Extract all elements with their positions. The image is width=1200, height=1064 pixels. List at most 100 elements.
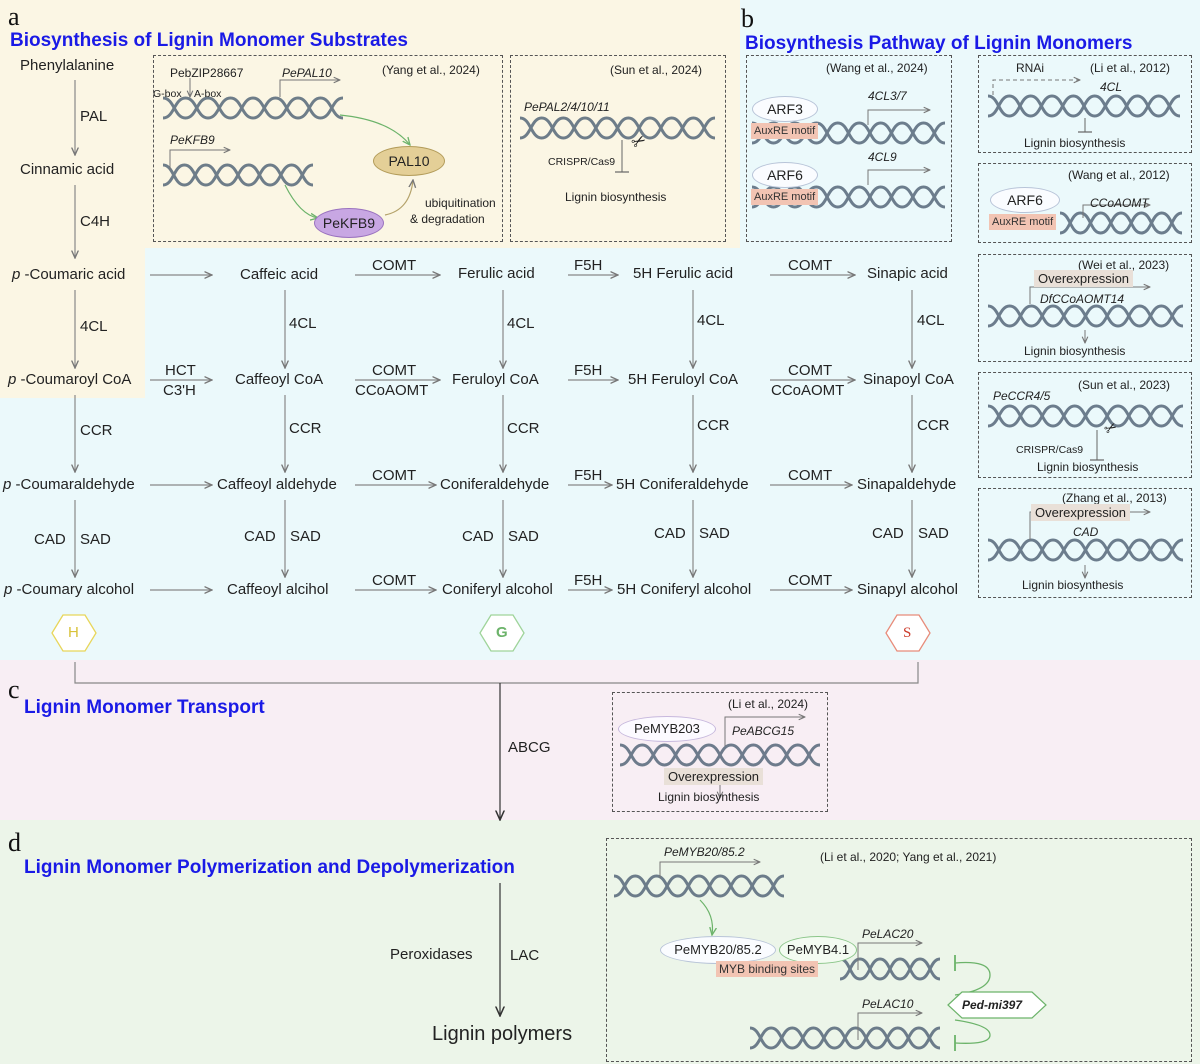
node-5h-coniferaldehyde: 5H Coniferaldehyde — [616, 476, 749, 493]
mirna-ped-mi397: Ped-mi397 — [962, 998, 1023, 1012]
gene-cad: CAD — [1073, 525, 1099, 539]
citation: (Wei et al., 2023) — [1078, 258, 1170, 272]
node-sinapaldehyde: Sinapaldehyde — [857, 476, 957, 493]
protein-arf6: ARF6 — [990, 187, 1060, 213]
unit-h-label: H — [68, 624, 79, 641]
node-5h-coniferyl-alcohol: 5H Coniferyl alcohol — [617, 581, 752, 598]
panel-a-title: Biosynthesis of Lignin Monomer Substrate… — [10, 30, 408, 51]
label-ubiquitination: ubiquitination — [425, 196, 496, 210]
enzyme-comt: COMT — [372, 257, 417, 274]
unit-s-label: S — [903, 625, 912, 641]
node-p-coumaroyl-coa: p -Coumaroyl CoA — [8, 371, 132, 388]
enzyme-cad: CAD — [462, 528, 494, 545]
label-lignin-biosynthesis: Lignin biosynthesis — [565, 190, 667, 204]
label-rnai: RNAi — [1016, 61, 1045, 75]
label-lignin-biosynthesis: Lignin biosynthesis — [1024, 344, 1126, 358]
node-sinapyl-alcohol: Sinapyl alcohol — [857, 581, 958, 598]
citation: (Li et al., 2020; Yang et al., 2021) — [820, 850, 997, 864]
dna-strand — [162, 96, 344, 120]
enzyme-sad: SAD — [699, 525, 730, 542]
gene-4cl3-7: 4CL3/7 — [868, 89, 907, 103]
citation: (Li et al., 2012) — [1090, 61, 1171, 75]
enzyme-lac: LAC — [510, 947, 540, 964]
citation: (Zhang et al., 2013) — [1062, 491, 1167, 505]
gene-4cl9: 4CL9 — [868, 150, 897, 164]
enzyme-c4h: C4H — [80, 213, 111, 230]
enzyme-4cl: 4CL — [697, 312, 725, 329]
enzyme-cad: CAD — [654, 525, 686, 542]
dna-strand — [162, 163, 314, 187]
enzyme-ccr: CCR — [289, 420, 322, 437]
dna-strand — [619, 743, 821, 767]
node-5h-ferulic-acid: 5H Ferulic acid — [633, 265, 734, 282]
enzyme-comt: COMT — [372, 467, 417, 484]
label-overexpression: Overexpression — [1031, 504, 1131, 521]
gene-peabcg15: PeABCG15 — [732, 724, 795, 738]
evidence-box-li-2012 — [978, 55, 1192, 153]
evidence-box-wang-2024 — [746, 55, 952, 242]
evidence-box-yang-2024 — [153, 55, 503, 242]
label-degradation: & degradation — [410, 212, 485, 226]
protein-pemyb203: PeMYB203 — [618, 716, 716, 742]
panel-b-title: Biosynthesis Pathway of Lignin Monomers — [745, 33, 1133, 54]
enzyme-comt: COMT — [788, 257, 833, 274]
node-coniferaldehyde: Coniferaldehyde — [440, 476, 550, 493]
protein-pemyb20-85-2: PeMYB20/85.2 — [660, 936, 776, 964]
enzyme-cad: CAD — [872, 525, 904, 542]
panel-letter-b: b — [741, 4, 754, 33]
node-caffeoyl-coa: Caffeoyl CoA — [235, 371, 324, 388]
dna-strand — [1059, 211, 1183, 235]
label-crispr-cas9: CRISPR/Cas9 — [548, 156, 616, 168]
node-5h-feruloyl-coa: 5H Feruloyl CoA — [628, 371, 739, 388]
panel-c-title: Lignin Monomer Transport — [24, 697, 265, 718]
enzyme-sad: SAD — [918, 525, 949, 542]
motif-myb-binding-sites: MYB binding sites — [716, 961, 819, 977]
protein-arf3: ARF3 — [752, 96, 818, 122]
enzyme-ccr: CCR — [80, 422, 113, 439]
dna-strand — [987, 304, 1184, 328]
enzyme-pal: PAL — [80, 108, 108, 125]
citation: (Yang et al., 2024) — [382, 63, 480, 77]
enzyme-ccoaomt: CCoAOMT — [771, 382, 845, 399]
node-p-coumaryl-alcohol: p -Coumary alcohol — [4, 581, 135, 598]
dna-strand — [162, 96, 344, 120]
node-caffeoyl-aldehyde: Caffeoyl aldehyde — [217, 476, 337, 493]
hexagon-icon — [885, 614, 931, 652]
enzyme-4cl: 4CL — [80, 318, 108, 335]
node-p-coumaraldehyde: p -Coumaraldehyde — [3, 476, 135, 493]
enzyme-ccoaomt: CCoAOMT — [355, 382, 429, 399]
enzyme-comt: COMT — [788, 572, 833, 589]
enzyme-4cl: 4CL — [289, 315, 317, 332]
node-phenylalanine: Phenylalanine — [20, 57, 115, 74]
dna-strand — [749, 1026, 941, 1050]
pathway-background — [145, 248, 1200, 660]
enzyme-cad: CAD — [34, 531, 66, 548]
citation: (Wang et al., 2012) — [1068, 168, 1170, 182]
motif-auxre: AuxRE motif — [751, 123, 819, 139]
node-lignin-polymers: Lignin polymers — [432, 1023, 573, 1045]
enzyme-4cl: 4CL — [507, 315, 535, 332]
label-lignin-biosynthesis: Lignin biosynthesis — [1037, 460, 1139, 474]
enzyme-f5h: F5H — [574, 257, 603, 274]
dna-strand — [613, 874, 785, 898]
hexagon-icon — [479, 614, 525, 652]
protein-arf6: ARF6 — [752, 162, 818, 188]
unit-g-label: G — [496, 624, 508, 641]
enzyme-f5h: F5H — [574, 362, 603, 379]
pathway-arrows — [75, 80, 912, 590]
enzyme-comt: COMT — [788, 362, 833, 379]
hexagon-icon — [51, 614, 97, 652]
evidence-box-zhang-2013 — [978, 488, 1192, 598]
protein-pemyb4-1: PeMYB4.1 — [779, 936, 857, 964]
label-lignin-biosynthesis: Lignin biosynthesis — [1022, 578, 1124, 592]
label-overexpression: Overexpression — [664, 768, 764, 785]
panel-d-title: Lignin Monomer Polymerization and Depoly… — [24, 857, 515, 878]
citation: (Li et al., 2024) — [728, 697, 809, 711]
gene-pekfb9: PeKFB9 — [170, 133, 215, 147]
gene-pelac10: PeLAC10 — [862, 997, 914, 1011]
enzyme-ccr: CCR — [917, 417, 950, 434]
node-caffeoyl-alcohol: Caffeoyl alcihol — [227, 581, 329, 598]
gene-pelac20: PeLAC20 — [862, 927, 914, 941]
evidence-box-sun-2024 — [510, 55, 726, 242]
enzyme-f5h: F5H — [574, 572, 603, 589]
